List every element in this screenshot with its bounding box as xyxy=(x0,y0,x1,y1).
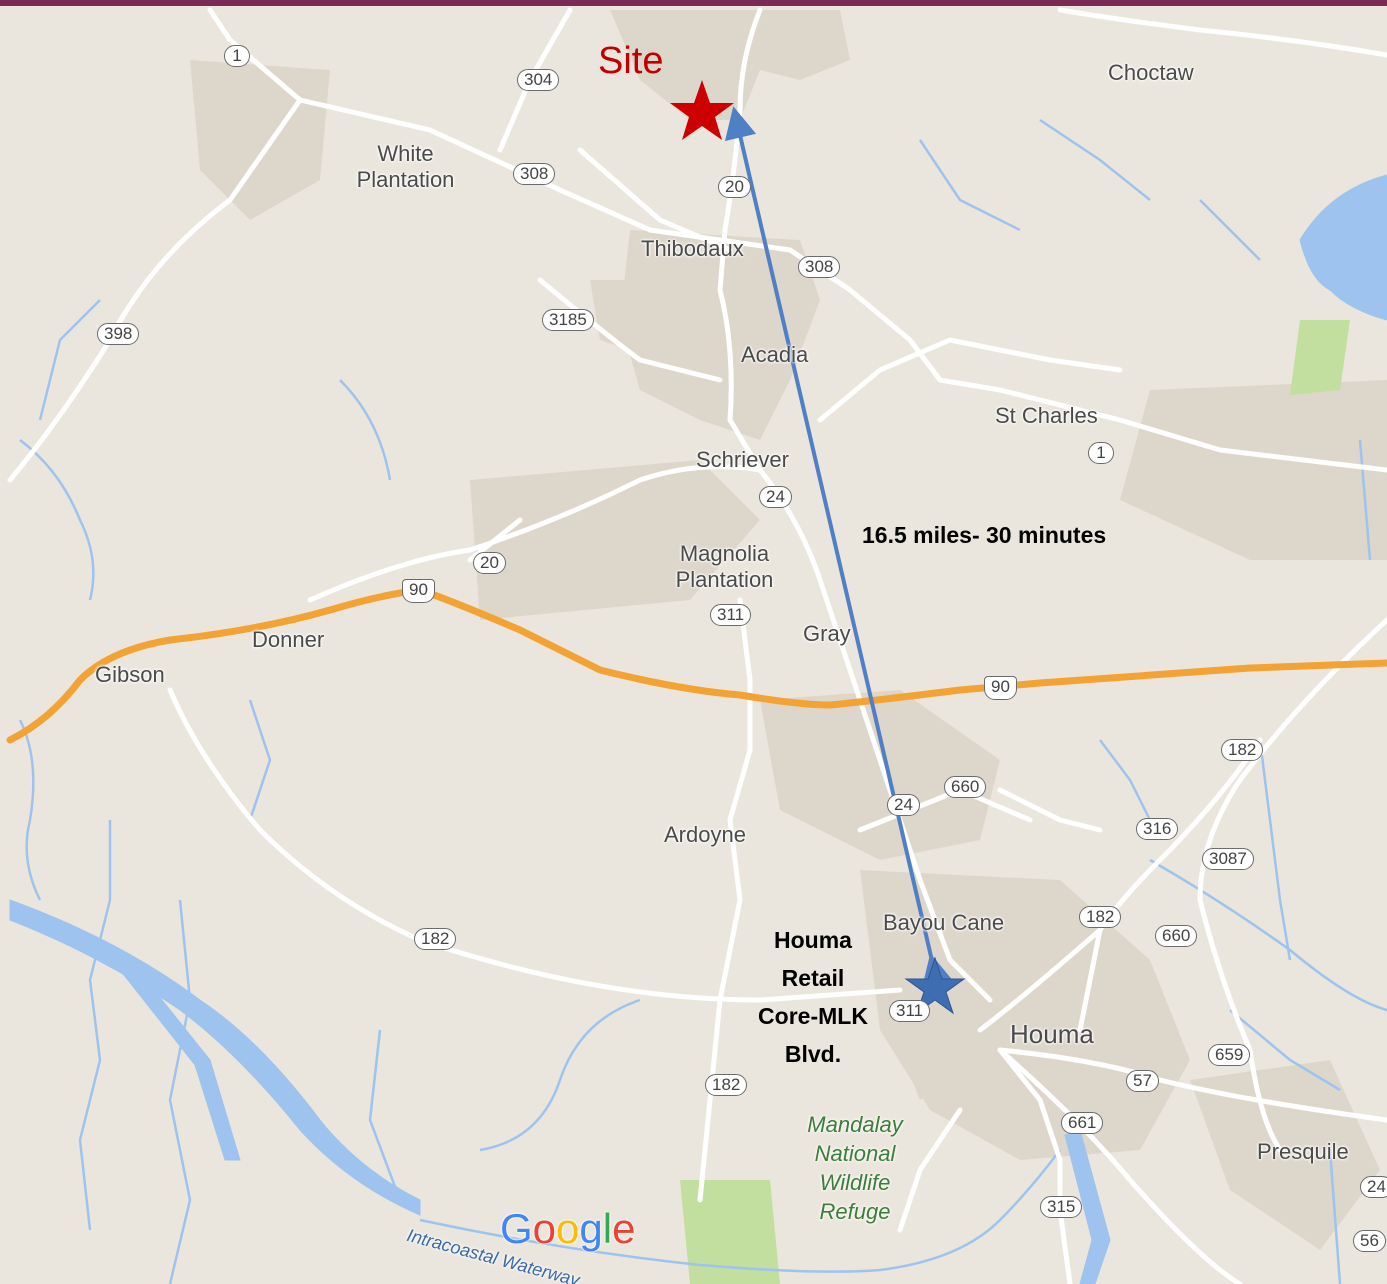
route-shield-316: 316 xyxy=(1136,818,1179,840)
parks xyxy=(680,320,1350,1284)
route-shield-308: 308 xyxy=(513,163,556,185)
route-shield-24: 24 xyxy=(759,486,792,508)
route-shield-311: 311 xyxy=(710,604,752,626)
google-logo-letter: e xyxy=(612,1205,636,1252)
place-label-white-plantation: White Plantation xyxy=(356,141,455,192)
route-shield-24: 24 xyxy=(887,794,920,816)
route-shield-182: 182 xyxy=(1221,739,1264,761)
route-shield-20: 20 xyxy=(718,176,751,198)
place-label-presquile: Presquile xyxy=(1257,1139,1349,1164)
google-logo-letter: G xyxy=(500,1205,533,1252)
route-shield-182: 182 xyxy=(705,1074,748,1096)
google-logo: Google xyxy=(500,1205,635,1253)
highway-us-90 xyxy=(6,586,1387,744)
route-shield-315: 315 xyxy=(1040,1196,1083,1218)
route-shield-3185: 3185 xyxy=(542,309,594,331)
route-shield-659: 659 xyxy=(1208,1044,1251,1066)
distance-label: 16.5 miles- 30 minutes xyxy=(862,522,1107,548)
place-label-ardoyne: Ardoyne xyxy=(664,822,746,847)
route-shield-182: 182 xyxy=(414,928,457,950)
place-label-thibodaux: Thibodaux xyxy=(641,236,744,261)
place-label-houma: Houma xyxy=(1010,1019,1094,1049)
retail-core-label: Houma Retail Core-MLK Blvd. xyxy=(758,927,868,1067)
route-shield-20: 20 xyxy=(473,552,506,574)
place-label-st-charles: St Charles xyxy=(995,403,1098,428)
route-shield-304: 304 xyxy=(517,69,560,91)
retail-core-star xyxy=(904,956,966,1015)
place-label-acadia: Acadia xyxy=(741,342,809,367)
route-shield-661: 661 xyxy=(1061,1112,1104,1134)
waterways xyxy=(18,118,1387,1284)
route-shield-56: 56 xyxy=(1353,1230,1386,1252)
route-shield-1: 1 xyxy=(224,45,250,67)
route-shield-308: 308 xyxy=(798,256,841,278)
site-label: Site xyxy=(598,40,664,82)
route-shield-660: 660 xyxy=(1155,925,1198,947)
google-logo-letter: l xyxy=(602,1205,613,1252)
place-label-gibson: Gibson xyxy=(95,662,165,687)
route-shield-398: 398 xyxy=(97,323,140,345)
place-label-donner: Donner xyxy=(252,627,325,652)
route-shield-us-90: 90 xyxy=(984,676,1017,700)
place-label-gray: Gray xyxy=(803,621,851,646)
place-label-choctaw: Choctaw xyxy=(1108,60,1194,85)
route-shield-660: 660 xyxy=(944,776,987,798)
route-shield-57: 57 xyxy=(1126,1070,1159,1092)
distance-arrow xyxy=(724,106,954,989)
water-bodies xyxy=(9,174,1387,1284)
route-shield-3087: 3087 xyxy=(1202,848,1254,870)
place-label-schriever: Schriever xyxy=(696,447,789,472)
google-logo-letter: g xyxy=(579,1205,603,1252)
place-label-magnolia-plantation: Magnolia Plantation xyxy=(675,541,774,592)
route-shield-182: 182 xyxy=(1079,906,1122,928)
google-logo-letter: o xyxy=(556,1205,580,1252)
route-shield-24: 24 xyxy=(1360,1176,1387,1198)
place-label-bayou-cane: Bayou Cane xyxy=(883,910,1005,935)
route-shield-us-90: 90 xyxy=(402,579,435,603)
site-star xyxy=(670,80,734,140)
top-accent-bar xyxy=(0,0,1387,6)
route-shield-311: 311 xyxy=(889,1000,931,1022)
route-shield-1: 1 xyxy=(1088,442,1114,464)
park-label-mandalay: Mandalay National Wildlife Refuge xyxy=(807,1112,903,1224)
google-logo-letter: o xyxy=(532,1205,557,1252)
